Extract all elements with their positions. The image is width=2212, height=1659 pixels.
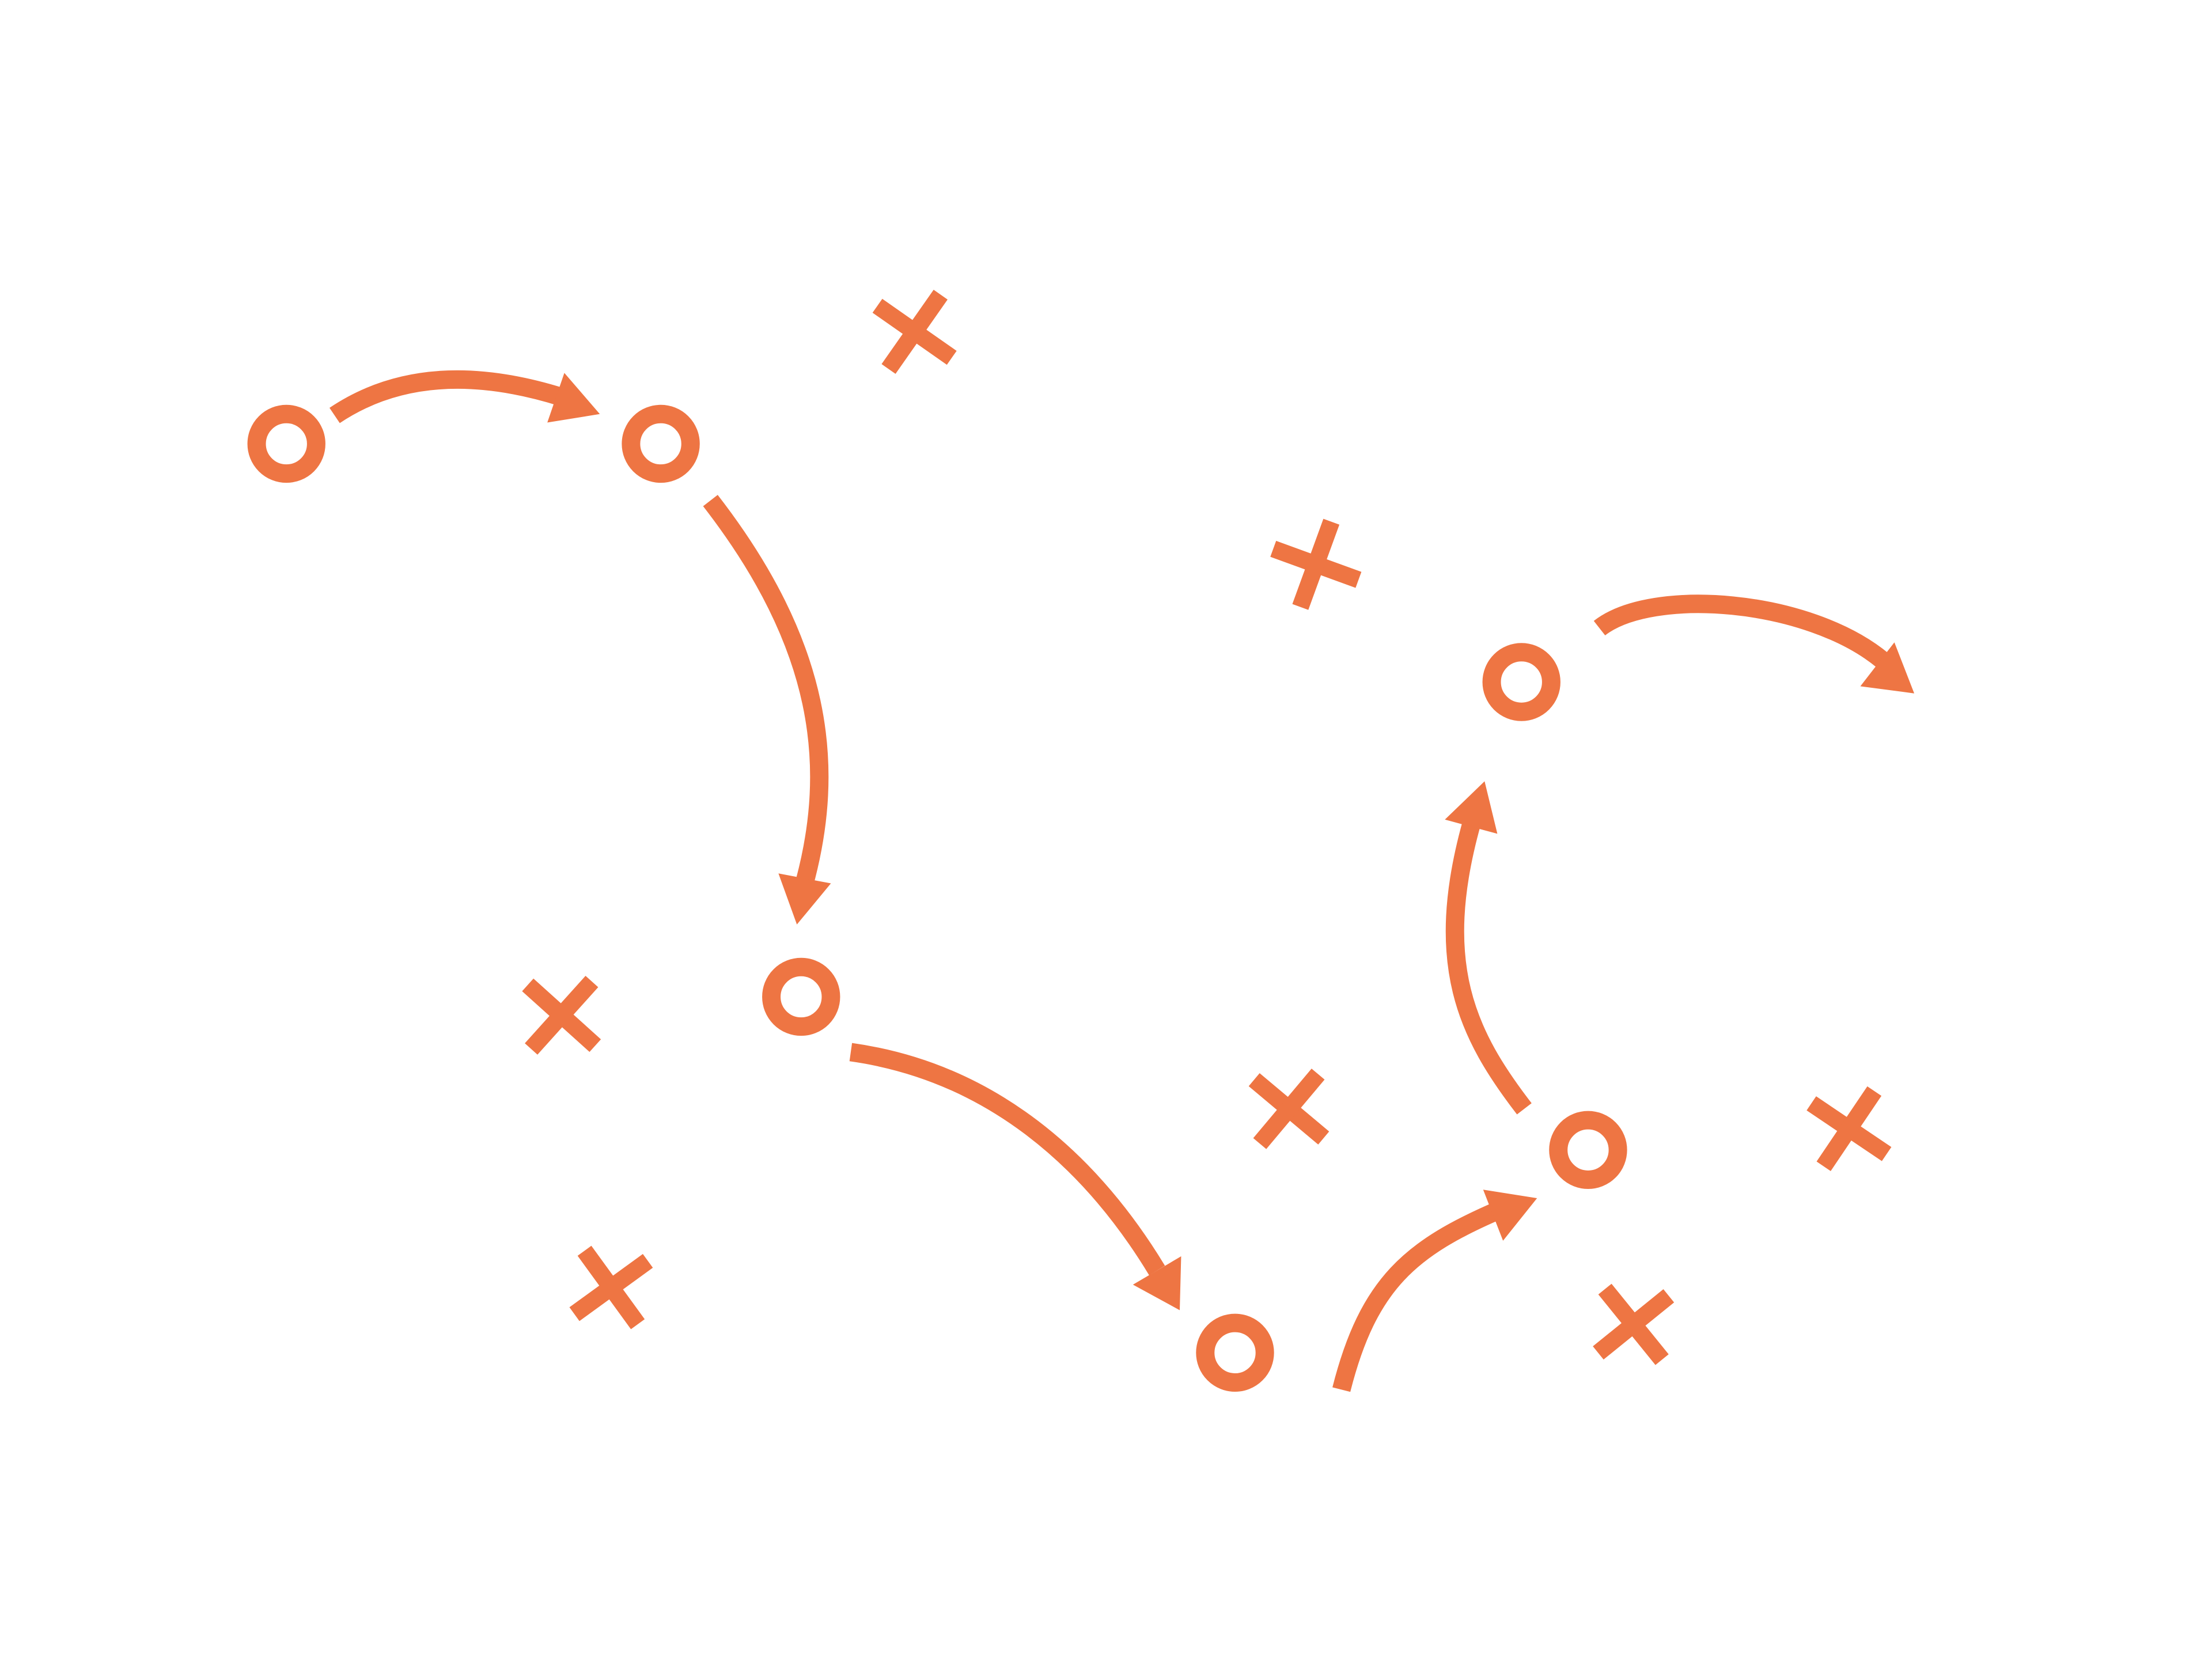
ring-node bbox=[247, 404, 325, 483]
arrowhead-icon bbox=[778, 873, 831, 925]
cross-icon bbox=[872, 290, 957, 374]
arrow-shaft bbox=[849, 1043, 1165, 1275]
arrow-shaft bbox=[1593, 594, 1889, 668]
ring-node bbox=[622, 404, 700, 483]
ring-nodes bbox=[247, 404, 1627, 1392]
arrow bbox=[1593, 594, 1915, 694]
arrow-shaft bbox=[1332, 1200, 1504, 1392]
arrowhead-icon bbox=[1132, 1256, 1181, 1310]
arrows bbox=[329, 370, 1915, 1392]
arrow bbox=[1445, 781, 1532, 1115]
ring-node bbox=[1196, 1313, 1274, 1392]
arrow bbox=[1332, 1190, 1537, 1392]
arrow-shaft bbox=[329, 370, 565, 423]
cross-icon bbox=[1248, 1069, 1330, 1149]
arrowhead-icon bbox=[547, 373, 600, 423]
cross-icon bbox=[569, 1245, 653, 1330]
ring-node bbox=[1549, 1111, 1627, 1189]
arrow-shaft bbox=[1445, 820, 1532, 1115]
cross-icon bbox=[1270, 518, 1362, 610]
cross-icon bbox=[522, 976, 601, 1055]
arrow bbox=[849, 1043, 1181, 1310]
arrowhead-icon bbox=[1483, 1190, 1537, 1241]
ring-node bbox=[1482, 643, 1560, 721]
cross-markers bbox=[522, 290, 1892, 1365]
arrow-shaft bbox=[703, 495, 829, 888]
arrow bbox=[329, 370, 600, 423]
arrowhead-icon bbox=[1445, 781, 1498, 834]
arrow bbox=[703, 495, 831, 925]
cross-icon bbox=[1593, 1283, 1675, 1365]
cross-icon bbox=[1806, 1086, 1892, 1171]
ring-node bbox=[762, 957, 840, 1036]
arrowhead-icon bbox=[1860, 642, 1915, 694]
